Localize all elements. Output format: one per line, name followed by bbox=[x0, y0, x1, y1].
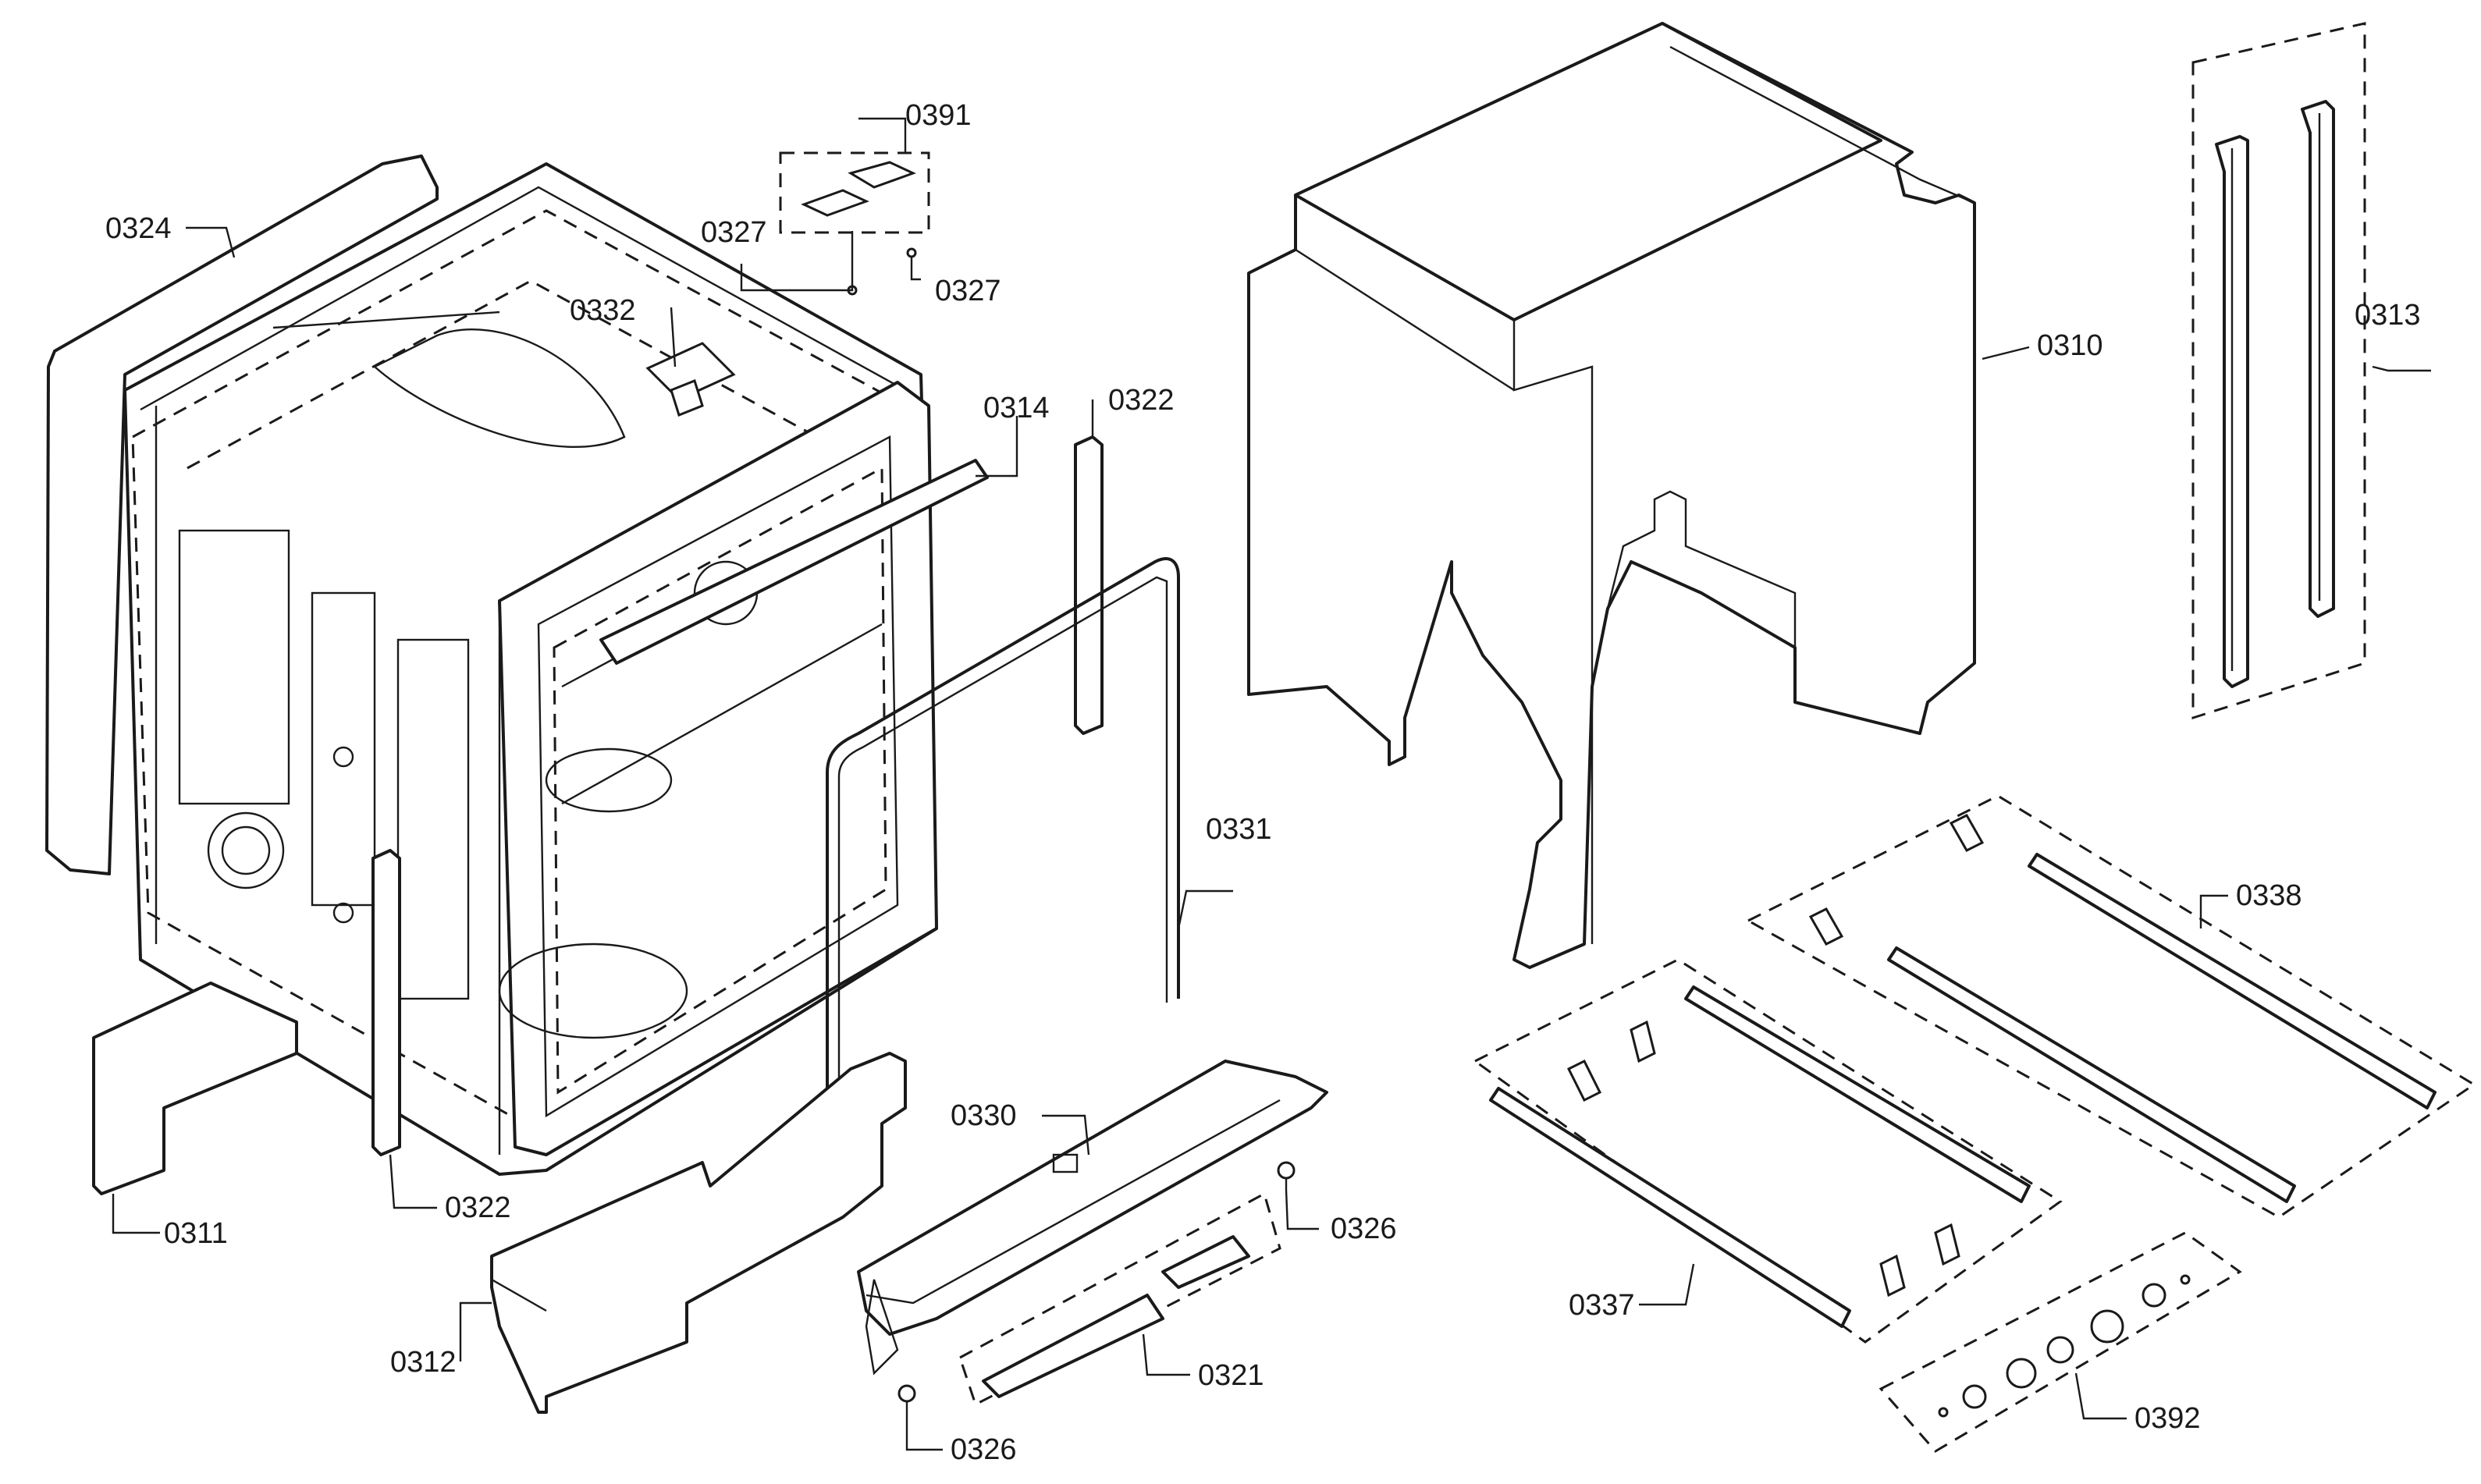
label-0312: 0312 bbox=[390, 1346, 457, 1379]
part-0321-pads[interactable] bbox=[958, 1191, 1281, 1407]
part-0392-hardware-set[interactable] bbox=[1879, 1231, 2242, 1453]
label-0310: 0310 bbox=[2037, 329, 2103, 362]
part-0332-bracket[interactable] bbox=[645, 342, 736, 417]
label-0313: 0313 bbox=[2355, 299, 2421, 332]
label-0326-lower: 0326 bbox=[951, 1433, 1017, 1466]
label-0314: 0314 bbox=[983, 392, 1050, 424]
part-0313-side-rails[interactable] bbox=[2191, 22, 2366, 720]
part-0311-front-filler[interactable] bbox=[92, 982, 298, 1195]
part-0337-rail-set[interactable] bbox=[1473, 958, 2063, 1344]
part-0327-screws[interactable] bbox=[847, 247, 917, 296]
part-0310-insulation-cover[interactable] bbox=[1247, 22, 1976, 969]
label-0311: 0311 bbox=[164, 1217, 228, 1250]
label-0391: 0391 bbox=[905, 99, 972, 132]
label-0330: 0330 bbox=[951, 1099, 1017, 1132]
label-0337: 0337 bbox=[1569, 1289, 1635, 1322]
part-0391-hinge-set[interactable] bbox=[779, 151, 930, 234]
label-0322-lower: 0322 bbox=[445, 1191, 511, 1224]
part-labels: 0324 0391 0327 0327 0332 0314 0322 0310 … bbox=[105, 99, 2421, 1466]
label-0332: 0332 bbox=[570, 294, 636, 327]
label-0321: 0321 bbox=[1198, 1359, 1264, 1392]
label-0326-upper: 0326 bbox=[1331, 1212, 1397, 1245]
part-0324-rear-panel[interactable] bbox=[45, 154, 439, 875]
label-0324: 0324 bbox=[105, 212, 172, 245]
part-0331-door-gasket[interactable] bbox=[826, 557, 1180, 1194]
label-0327-left: 0327 bbox=[701, 216, 767, 249]
part-0326-screw-upper[interactable] bbox=[1277, 1161, 1296, 1190]
label-0327-right: 0327 bbox=[935, 275, 1001, 307]
part-0322-strip-right[interactable] bbox=[1074, 435, 1104, 735]
label-0322-upper: 0322 bbox=[1108, 384, 1175, 417]
part-0322-strip-left[interactable] bbox=[371, 849, 401, 1156]
label-0392: 0392 bbox=[2134, 1402, 2201, 1435]
part-0326-screw-lower[interactable] bbox=[897, 1384, 916, 1414]
label-0331: 0331 bbox=[1206, 813, 1272, 846]
leader-lines bbox=[112, 117, 2431, 1451]
label-0338: 0338 bbox=[2236, 879, 2302, 912]
part-0338-rail-set[interactable] bbox=[1745, 794, 2476, 1219]
part-0314-strip[interactable] bbox=[599, 459, 989, 665]
part-0312-kick-panel[interactable] bbox=[490, 1052, 907, 1414]
part-0330-toe-kick-mount[interactable] bbox=[857, 1060, 1328, 1376]
